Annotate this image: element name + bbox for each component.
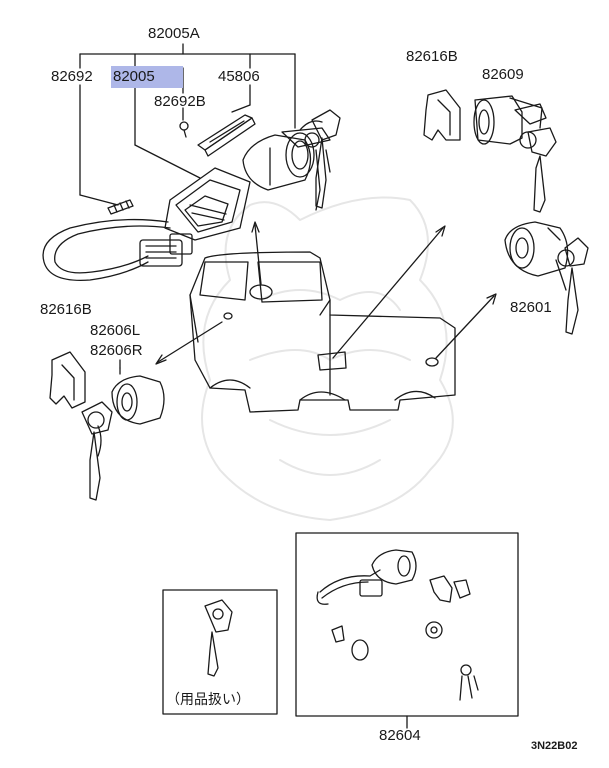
- label-switch-selected[interactable]: 82005: [111, 66, 183, 88]
- screw-82692: [107, 199, 134, 215]
- label-door-lock-r: 82606R: [90, 342, 143, 359]
- label-screw-b: 82692B: [154, 93, 206, 110]
- label-clip-upper: 82616B: [406, 48, 458, 65]
- cover-plate: [197, 114, 256, 157]
- label-cover: 45806: [218, 68, 260, 85]
- clip-left: [49, 351, 86, 409]
- label-key-set: 82604: [379, 727, 421, 744]
- ignition-switch: [164, 167, 251, 241]
- assembly-bracket: [79, 43, 296, 206]
- highlight-box: 82005: [111, 66, 183, 88]
- keys-right: [555, 237, 589, 335]
- label-door-lock-l: 82606L: [90, 322, 141, 339]
- label-lock-right: 82601: [510, 299, 552, 316]
- ignition-keys: [299, 109, 341, 211]
- door-lock: [111, 359, 165, 425]
- lock-cylinder-upper: [473, 95, 543, 145]
- watermark-emblem: [201, 196, 454, 521]
- label-lock-upper: 82609: [482, 66, 524, 83]
- label-assembly: 82005A: [148, 25, 200, 42]
- label-accessory-note: （用品扱い）: [166, 692, 250, 708]
- label-screw: 82692: [51, 68, 93, 85]
- accessory-key-box: [162, 589, 278, 715]
- pointer-arrows: [155, 221, 497, 365]
- wire-harness: [42, 218, 193, 282]
- key-set-box: [295, 532, 519, 729]
- label-diagram-code: 3N22B02: [531, 740, 578, 752]
- clip-upper: [423, 89, 461, 141]
- keys-upper: [514, 103, 557, 213]
- screw-82692B: [179, 121, 189, 138]
- door-keys: [81, 401, 113, 501]
- vehicle-outline: [189, 251, 456, 413]
- ignition-lock-cylinder: [242, 127, 331, 191]
- label-clip-left: 82616B: [40, 301, 92, 318]
